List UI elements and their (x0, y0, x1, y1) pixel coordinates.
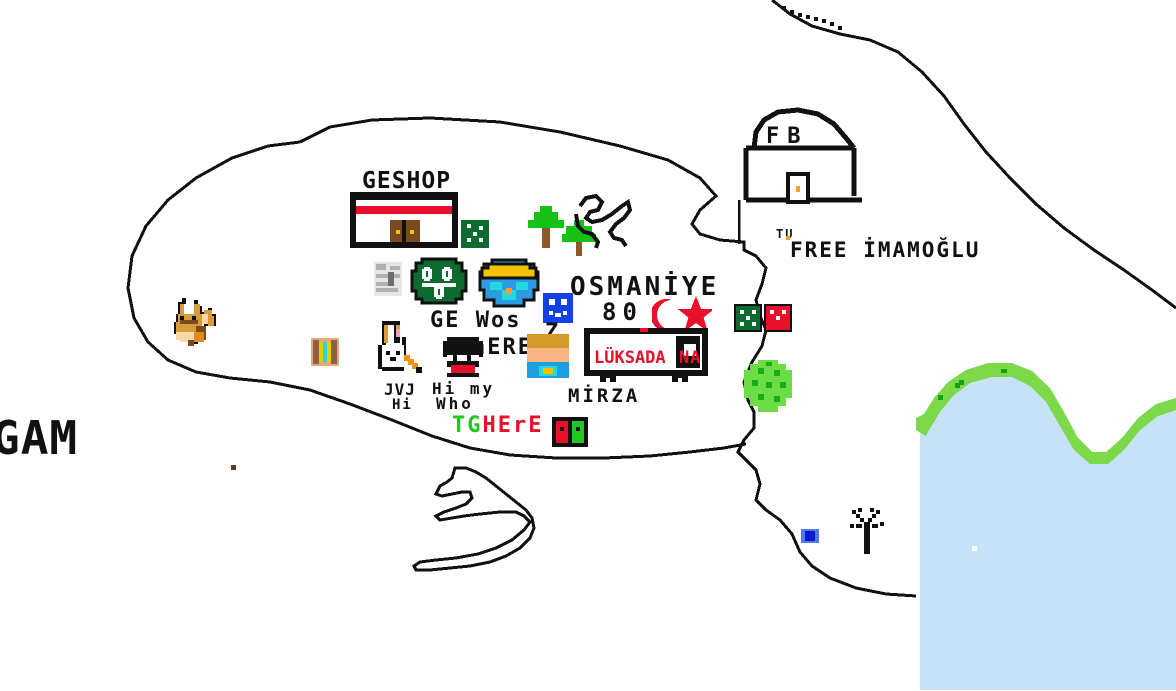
white-speck-sea (972, 546, 977, 551)
windmill-tree (850, 508, 884, 554)
person-sprite-blond (527, 334, 569, 378)
who-label: Who (436, 394, 474, 413)
city-plate-label: 80 (602, 298, 643, 326)
sea-water (920, 374, 1176, 690)
dotted-trail (782, 6, 842, 30)
bus-sprite (584, 328, 708, 382)
blue-yellow-face-emoji (478, 258, 540, 308)
bus-author-label: MİRZA (568, 385, 641, 407)
here-label: hERE (472, 335, 533, 360)
blue-dice-face (543, 293, 573, 323)
shop-building (350, 192, 458, 248)
house-fb (738, 107, 862, 244)
ge-was-label: GE Wos (430, 308, 522, 333)
newspaper-icon (374, 262, 402, 296)
city-name-label: OSMANİYE (570, 272, 720, 302)
tg-here-label: TGHErE (452, 415, 543, 437)
hi-label: Hi (392, 397, 413, 413)
book-icon (311, 338, 339, 366)
rabbit-sprite (378, 321, 422, 373)
ninja-face-emoji (443, 337, 483, 377)
river-northeast (771, 0, 1176, 310)
tg-here-text: HErE (482, 413, 544, 438)
tg-label: TG (452, 413, 483, 438)
black-speck (231, 465, 236, 470)
orange-dot-speck (786, 236, 790, 240)
gam-partial-label: GAM (0, 411, 79, 465)
jvj-label: JVJ (384, 380, 416, 399)
money-face-emoji (410, 257, 468, 305)
green-dice (734, 304, 762, 332)
blue-speck (801, 529, 819, 543)
dark-dot-speck (818, 146, 822, 150)
bush-sprite (744, 360, 792, 412)
coast-grass-dots (938, 369, 1007, 400)
squiggle-outline (574, 194, 632, 249)
green-pixel-dice-small (461, 220, 489, 248)
hi-my-label: Hi my (432, 379, 496, 398)
eevee-pokemon-sprite (174, 298, 216, 346)
tree-large (528, 206, 564, 248)
bus-line-suffix-label: NA (679, 348, 702, 368)
bus-line-label: LÜKSADA (594, 348, 666, 368)
red-green-dice-pair (552, 417, 588, 447)
landmass-outline-west (126, 140, 747, 460)
shop-sign-label: GESHOP (362, 168, 452, 194)
turkish-flag-emblem (652, 296, 712, 332)
house-tag-label: FB (766, 124, 809, 149)
red-dice (764, 304, 792, 332)
island-doodle (412, 466, 536, 572)
free-imamoglu-label: FREE İMAMOĞLU (790, 238, 981, 262)
